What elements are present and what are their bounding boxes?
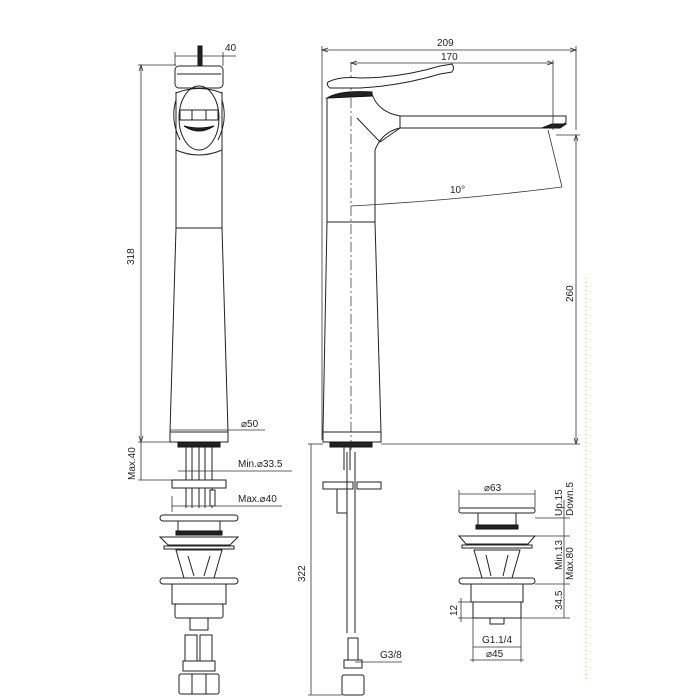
dim-body-height: 34.5	[554, 590, 565, 610]
waste-view	[457, 490, 570, 662]
dim-spout-reach: 170	[441, 52, 458, 63]
dim-stroke-up: Up.15	[554, 489, 565, 516]
front-view	[138, 45, 292, 695]
dim-base-diameter: ⌀50	[241, 419, 259, 430]
dim-overall-length: 209	[437, 38, 454, 49]
dim-spout-angle: 10°	[450, 185, 466, 196]
dim-stroke-down: Down.5	[565, 482, 576, 516]
dim-deck-min: Min.13	[554, 539, 565, 570]
dim-hose-length: 322	[297, 565, 308, 582]
dim-max-deck: Max.40	[127, 447, 138, 480]
dim-deck-max: Max.80	[565, 547, 576, 580]
dim-thread-height: 12	[449, 604, 460, 616]
dim-cap-diameter: ⌀63	[484, 483, 502, 494]
dim-max-hole: Max.⌀40	[238, 494, 277, 505]
dim-handle-width: 40	[225, 43, 237, 54]
dim-thread-diameter: ⌀45	[486, 649, 504, 660]
dim-total-height: 318	[126, 248, 137, 265]
dim-hose-thread: G3/8	[380, 650, 402, 661]
dim-thread: G1.1/4	[482, 635, 513, 646]
side-view	[308, 46, 580, 696]
dim-min-hole: Min.⌀33.5	[238, 459, 283, 470]
dim-spout-height: 260	[565, 285, 576, 302]
